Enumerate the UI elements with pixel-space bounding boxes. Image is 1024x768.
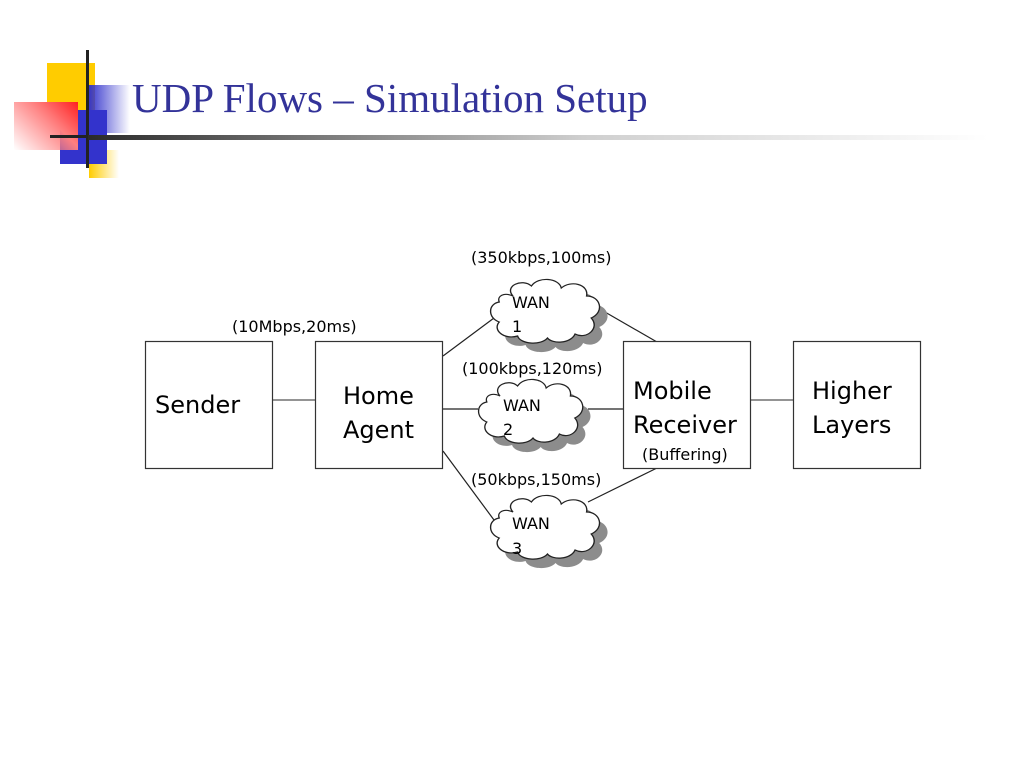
logo-horizontal-line bbox=[50, 135, 110, 138]
node-higher-layers-line1: Higher bbox=[812, 377, 892, 405]
wan1-label-line2: 1 bbox=[512, 317, 522, 336]
edge-home-agent-wan1 bbox=[442, 317, 495, 357]
edge-wan1-mobile-receiver bbox=[597, 307, 658, 343]
logo-vertical-line bbox=[86, 50, 89, 168]
edge-wan3-mobile-receiver bbox=[587, 467, 658, 503]
node-mobile-receiver-line2: Receiver bbox=[633, 411, 737, 439]
node-sender: Sender bbox=[144, 340, 274, 470]
wan2-cloud bbox=[477, 378, 591, 453]
wan2-link-label: (100kbps,120ms) bbox=[462, 359, 602, 378]
node-sender-label: Sender bbox=[155, 391, 240, 419]
wan3-label-line2: 3 bbox=[512, 539, 522, 558]
node-mobile-receiver-line1: Mobile bbox=[633, 377, 712, 405]
wan1-link-label: (350kbps,100ms) bbox=[471, 248, 611, 267]
node-mobile-receiver-note: (Buffering) bbox=[642, 445, 728, 464]
slide-logo-decoration bbox=[0, 0, 140, 190]
wan1-label-line1: WAN bbox=[512, 293, 550, 312]
node-higher-layers: Higher Layers bbox=[792, 340, 922, 470]
node-home-agent-line2: Agent bbox=[343, 416, 414, 444]
sender-link-label: (10Mbps,20ms) bbox=[232, 317, 357, 336]
logo-blue-fade bbox=[88, 85, 130, 133]
wan2-label-line1: WAN bbox=[503, 396, 541, 415]
wan3-label-line1: WAN bbox=[512, 514, 550, 533]
title-underline bbox=[88, 135, 988, 140]
node-higher-layers-line2: Layers bbox=[812, 411, 891, 439]
slide-title: UDP Flows – Simulation Setup bbox=[132, 75, 648, 121]
wan2-label-line2: 2 bbox=[503, 420, 513, 439]
node-home-agent: Home Agent bbox=[314, 340, 444, 470]
logo-red-square bbox=[14, 102, 78, 150]
node-mobile-receiver: Mobile Receiver (Buffering) bbox=[622, 340, 752, 470]
node-home-agent-line1: Home bbox=[343, 382, 414, 410]
wan3-link-label: (50kbps,150ms) bbox=[471, 470, 601, 489]
wan1-cloud bbox=[489, 278, 608, 353]
edge-home-agent-wan3 bbox=[442, 450, 495, 521]
